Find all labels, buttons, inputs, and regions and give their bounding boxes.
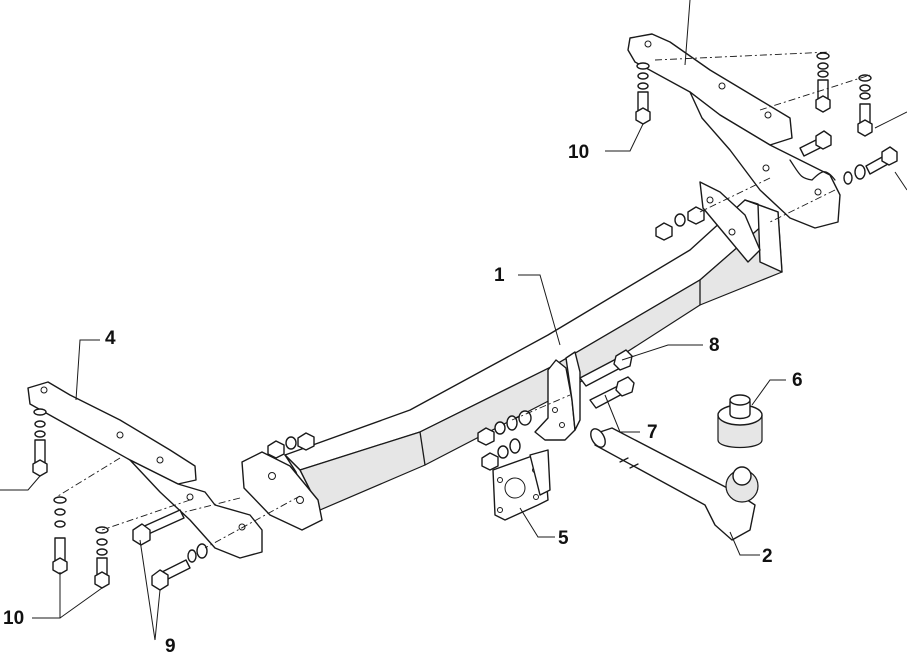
leader-lines	[0, 0, 907, 641]
right-side-bracket	[627, 33, 841, 229]
ball-neck	[590, 427, 759, 541]
ball-mount-bolts	[579, 349, 635, 409]
callout-1: 1	[494, 265, 505, 286]
center-nuts-washers	[477, 410, 532, 471]
left-nuts-washers	[267, 432, 315, 459]
callout-10-top: 10	[568, 142, 589, 163]
side-bolts-left	[132, 509, 208, 591]
right-beam-bracket	[699, 181, 761, 263]
callout-8: 8	[709, 335, 720, 356]
callout-7: 7	[647, 422, 658, 443]
callout-6: 6	[792, 370, 803, 391]
ball-cover-cap	[717, 394, 763, 449]
callout-5: 5	[558, 528, 569, 549]
right-nuts-washers	[655, 206, 705, 241]
center-ball-mount-bracket	[534, 351, 581, 441]
callout-10-bottom: 10	[3, 608, 24, 629]
left-beam-bracket	[241, 451, 323, 531]
side-bolts-right	[799, 130, 898, 185]
electrical-socket-plate	[492, 449, 551, 521]
vertical-bolts-bottom-left	[32, 408, 110, 589]
vertical-bolts-top-right	[635, 52, 873, 137]
callout-4: 4	[105, 328, 116, 349]
callout-9: 9	[165, 636, 176, 657]
assembly-centerlines	[57, 51, 871, 549]
callout-2: 2	[762, 546, 773, 567]
